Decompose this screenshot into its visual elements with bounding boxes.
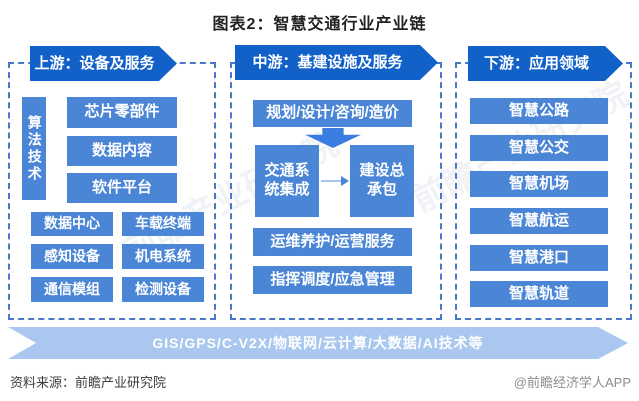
downstream-header-arrow: 下游：应用领域	[468, 46, 623, 81]
smart-bus-box: 智慧公交	[470, 135, 608, 161]
smart-airport-box: 智慧机场	[470, 171, 608, 197]
operation-maintenance-box: 运维养护/运营服务	[253, 228, 412, 256]
dispatch-emergency-box: 指挥调度/应急管理	[253, 266, 412, 294]
inspection-device-box: 检测设备	[122, 277, 204, 302]
communication-module-box: 通信模组	[31, 277, 113, 302]
data-content-box: 数据内容	[67, 136, 177, 166]
page-title: 图表2：智慧交通行业产业链	[212, 16, 427, 33]
smart-rail-box: 智慧轨道	[470, 281, 608, 307]
algorithm-tech-box: 算法技术	[22, 97, 46, 200]
credit-note: @前瞻经济学人APP	[513, 375, 631, 390]
smart-port-box: 智慧港口	[470, 245, 608, 271]
vehicle-terminal-box: 车载终端	[122, 212, 204, 236]
traffic-system-integration-box: 交通系统集成	[255, 145, 319, 217]
smart-shipping-box: 智慧航运	[470, 208, 608, 234]
sensing-device-box: 感知设备	[31, 244, 113, 269]
smart-highway-box: 智慧公路	[470, 98, 608, 124]
chip-components-box: 芯片零部件	[67, 97, 177, 128]
upstream-header-arrow: 上游：设备及服务	[30, 46, 177, 81]
right-arrow-line	[321, 180, 343, 182]
source-note: 资料来源：前瞻产业研究院	[10, 375, 167, 390]
planning-design-box: 规划/设计/咨询/造价	[253, 100, 412, 127]
midstream-header-arrow: 中游：基建设施及服务	[235, 45, 438, 80]
right-arrow-head-icon	[341, 176, 349, 186]
electromechanical-system-box: 机电系统	[122, 244, 204, 269]
construction-contracting-box: 建设总承包	[350, 145, 414, 217]
technology-banner-arrow: GIS/GPS/C-V2X/物联网/云计算/大数据/AI技术等	[8, 327, 628, 359]
data-center-box: 数据中心	[31, 212, 113, 236]
software-platform-box: 软件平台	[67, 173, 177, 203]
